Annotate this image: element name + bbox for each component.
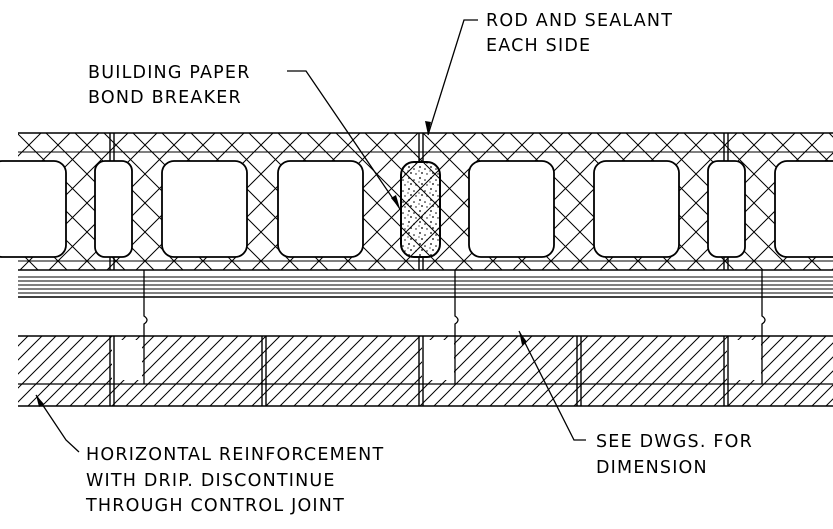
leader-lines <box>35 19 586 453</box>
reinforcement-ties <box>143 270 766 384</box>
upper-joints <box>109 133 729 270</box>
block-cell <box>774 160 833 258</box>
leader-rod-sealant <box>427 19 478 136</box>
block-cell <box>277 160 364 258</box>
lower-veneer-course <box>18 335 833 407</box>
label-horizontal-reinforcement: HORIZONTAL REINFORCEMENT WITH DRIP. DISC… <box>85 445 391 516</box>
block-cell <box>0 160 67 258</box>
label-rod-sealant: ROD AND SEALANT EACH SIDE <box>486 11 680 56</box>
block-cell <box>593 160 680 258</box>
horizontal-reinforcement <box>18 276 833 298</box>
leader-arrowheads <box>36 121 527 407</box>
lower-joints <box>109 336 729 406</box>
block-cell <box>94 160 133 258</box>
leader-building-paper <box>287 70 401 210</box>
block-cell <box>468 160 555 258</box>
rod-and-sealant <box>400 161 441 258</box>
label-see-dwgs: SEE DWGS. FOR DIMENSION <box>596 432 760 478</box>
leader-horizontal-reinforcement <box>35 394 80 453</box>
leader-see-dwgs <box>518 330 586 441</box>
block-cell <box>707 160 746 258</box>
label-building-paper: BUILDING PAPER BOND BREAKER <box>88 63 257 108</box>
block-cell <box>161 160 248 258</box>
